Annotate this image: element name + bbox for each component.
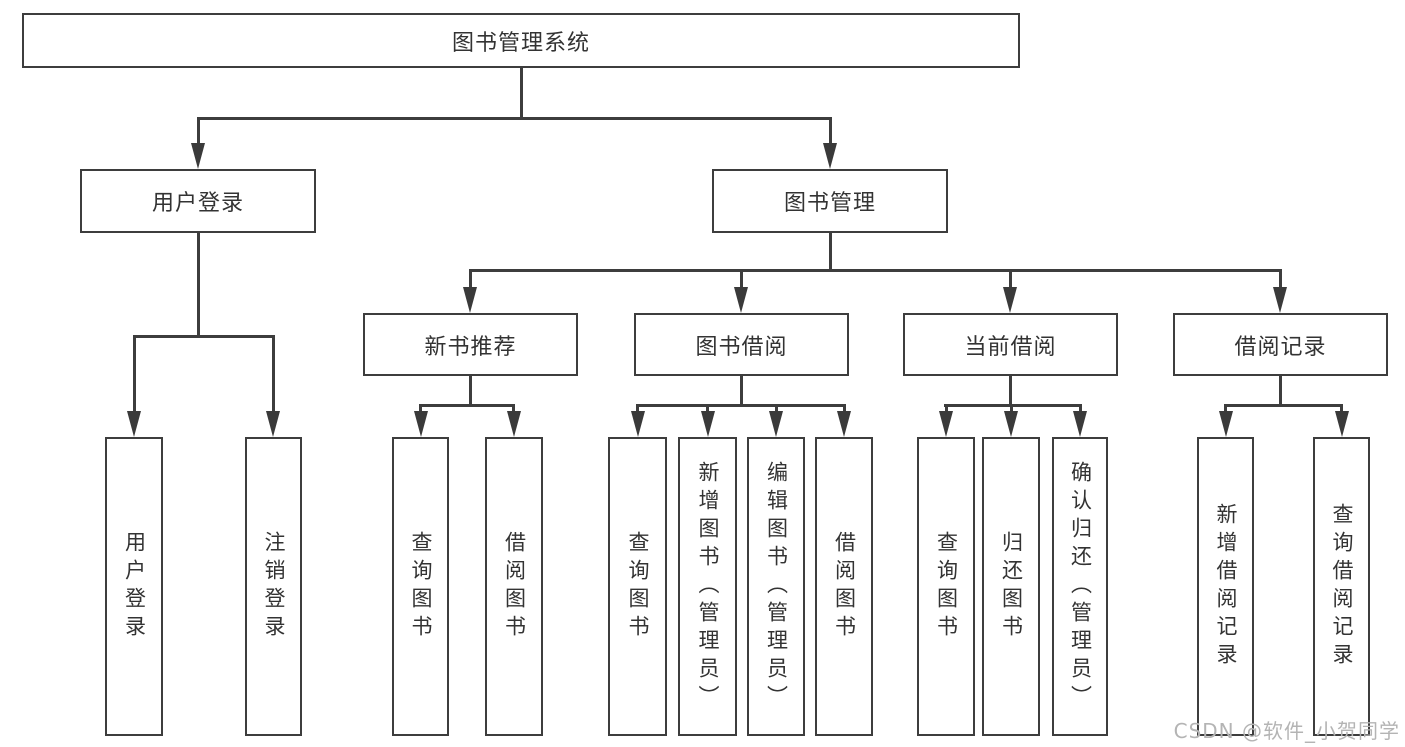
node-label: 当前借阅 [964,334,1057,360]
node-new-book-recommendation: 新书推荐 [363,313,578,376]
arrowhead-down-icon [1004,411,1018,437]
arrowhead-down-icon [463,287,477,313]
connector-line [740,376,743,407]
node-label: 查询图书 [934,530,959,643]
node-label: 查询图书 [409,530,433,643]
connector-line [1010,404,1013,413]
leaf-query-borrow-record: 查询借阅记录 [1313,437,1370,736]
connector-line [272,335,275,412]
node-label: 用户登录 [122,530,147,643]
connector-line [197,117,200,145]
arrowhead-down-icon [414,411,428,437]
node-label: 编辑图书（管理员） [764,460,789,713]
arrowhead-down-icon [1073,411,1087,437]
connector-line [843,404,846,413]
arrowhead-down-icon [701,411,715,437]
leaf-query-books-current: 查询图书 [917,437,975,736]
node-label: 图书管理 [783,191,876,216]
connector-line [197,233,200,338]
node-label: 图书借阅 [695,334,788,360]
node-label: 借阅记录 [1234,334,1327,360]
connector-line [133,335,136,412]
connector-line [512,404,515,413]
leaf-add-book-admin: 新增图书（管理员） [678,437,737,736]
connector-line [775,404,778,413]
connector-line [1079,404,1082,413]
node-label: 归还图书 [999,530,1024,643]
leaf-confirm-return-admin: 确认归还（管理员） [1052,437,1108,736]
connector-line [740,269,743,289]
connector-line [1279,269,1282,289]
node-label: 图书管理系统 [451,30,590,56]
node-label: 查询图书 [626,530,650,643]
node-user-login: 用户登录 [80,169,316,233]
leaf-edit-book-admin: 编辑图书（管理员） [747,437,805,736]
arrowhead-down-icon [769,411,783,437]
connector-line [945,404,948,413]
arrowhead-down-icon [507,411,521,437]
node-label: 新书推荐 [424,334,517,360]
arrowhead-down-icon [1219,411,1233,437]
leaf-user-login: 用户登录 [105,437,163,736]
leaf-borrow-books: 借阅图书 [815,437,873,736]
arrowhead-down-icon [1003,287,1017,313]
connector-line [1224,404,1343,407]
connector-line [636,404,846,407]
leaf-add-borrow-record: 新增借阅记录 [1197,437,1254,736]
leaf-query-books-borrowing: 查询图书 [608,437,667,736]
leaf-query-books-recommendation: 查询图书 [392,437,449,736]
node-label: 借阅图书 [832,530,857,643]
csdn-watermark: CSDN @软件_小贺同学 [1173,719,1400,743]
connector-line [419,404,515,407]
node-library-management-system: 图书管理系统 [22,13,1020,68]
connector-line [1340,404,1343,413]
connector-line [469,269,1281,272]
node-label: 确认归还（管理员） [1068,460,1093,713]
arrowhead-down-icon [939,411,953,437]
node-label: 注销登录 [262,530,286,643]
node-label: 借阅图书 [502,530,527,643]
connector-line [829,233,832,272]
node-label: 用户登录 [151,191,244,216]
connector-line [469,269,472,289]
node-label: 新增借阅记录 [1214,502,1238,671]
connector-line [520,68,523,119]
node-current-borrowing: 当前借阅 [903,313,1118,376]
arrowhead-down-icon [837,411,851,437]
connector-line [1224,404,1227,413]
connector-line [1009,269,1012,289]
node-book-borrowing: 图书借阅 [634,313,849,376]
connector-line [829,117,832,145]
connector-line [1009,376,1012,407]
leaf-logout: 注销登录 [245,437,302,736]
connector-line [636,404,639,413]
connector-line [706,404,709,413]
arrowhead-down-icon [127,411,141,437]
leaf-return-books: 归还图书 [982,437,1040,736]
arrowhead-down-icon [631,411,645,437]
connector-line [133,335,275,338]
arrowhead-down-icon [734,287,748,313]
node-book-management: 图书管理 [712,169,948,233]
connector-line [469,376,472,407]
leaf-borrow-books-recommendation: 借阅图书 [485,437,543,736]
node-borrowing-records: 借阅记录 [1173,313,1388,376]
arrowhead-down-icon [1335,411,1349,437]
arrowhead-down-icon [1273,287,1287,313]
arrowhead-down-icon [823,143,837,169]
connector-line [419,404,422,413]
connector-line [1279,376,1282,407]
connector-line [944,404,1082,407]
arrowhead-down-icon [191,143,205,169]
arrowhead-down-icon [266,411,280,437]
node-label: 查询借阅记录 [1330,502,1354,671]
connector-line [197,117,832,120]
node-label: 新增图书（管理员） [696,460,720,713]
